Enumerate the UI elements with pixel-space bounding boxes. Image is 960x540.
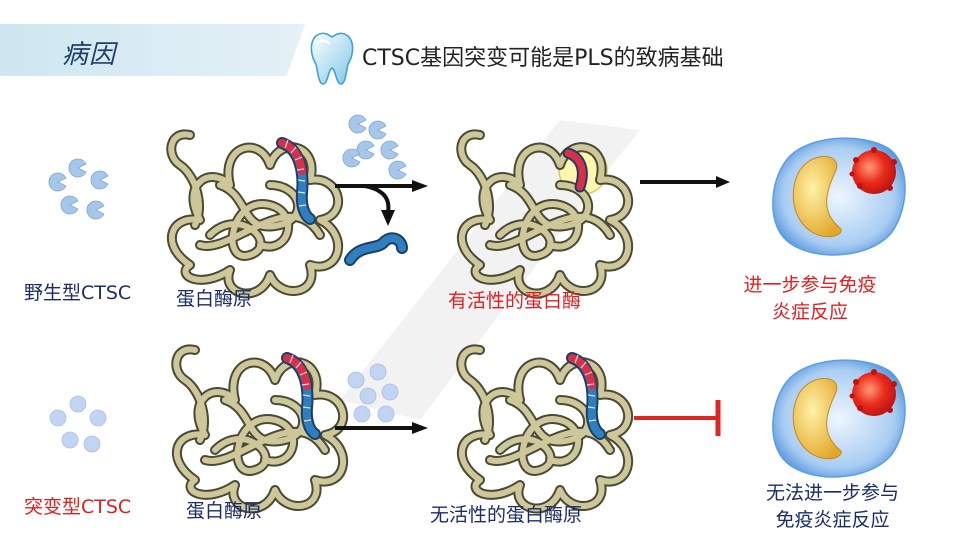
immune-cell-inactive xyxy=(772,359,906,478)
mutant-outcome-label: 无法进一步参与 免疫炎症反应 xyxy=(745,478,920,532)
cleaved-segment xyxy=(344,232,408,266)
mutant-zymogen xyxy=(176,349,343,508)
activation-arrow xyxy=(640,176,730,188)
wild-outcome-label: 进一步参与免疫 炎症反应 xyxy=(730,270,890,324)
active-enzyme xyxy=(461,134,628,293)
inhibition-line xyxy=(634,400,721,436)
released-fragments xyxy=(342,114,407,180)
mutant-product-label: 无活性的蛋白酶原 xyxy=(430,504,583,526)
section-banner xyxy=(0,24,305,76)
wild-outcome-line-1: 进一步参与免疫 xyxy=(743,274,877,296)
mutant-gene-label: 突变型CTSC xyxy=(24,496,132,518)
watermark xyxy=(340,120,640,420)
section-label: 病因 xyxy=(62,40,117,70)
wild-gene-label: 野生型CTSC xyxy=(24,282,132,304)
wild-zymogen xyxy=(171,134,338,293)
wild-outcome-line-2: 炎症反应 xyxy=(771,301,848,323)
mutant-gene-fragments xyxy=(49,395,107,453)
wild-gene-fragments xyxy=(48,158,109,220)
mutant-arrow xyxy=(335,422,428,434)
mutant-outcome-line-1: 无法进一步参与 xyxy=(765,482,899,504)
tooth-icon xyxy=(310,32,354,85)
wild-product-label: 有活性的蛋白酶 xyxy=(448,290,582,312)
inactive-zymogen xyxy=(461,349,628,508)
mutant-fragments xyxy=(347,363,399,423)
mutant-zymogen-label: 蛋白酶原 xyxy=(186,500,263,522)
mutant-outcome-line-2: 免疫炎症反应 xyxy=(775,509,890,531)
page-title: CTSC基因突变可能是PLS的致病基础 xyxy=(362,46,724,71)
wild-zymogen-label: 蛋白酶原 xyxy=(176,288,253,310)
wild-cleavage-arrow xyxy=(335,180,428,226)
immune-cell-active xyxy=(772,137,906,256)
